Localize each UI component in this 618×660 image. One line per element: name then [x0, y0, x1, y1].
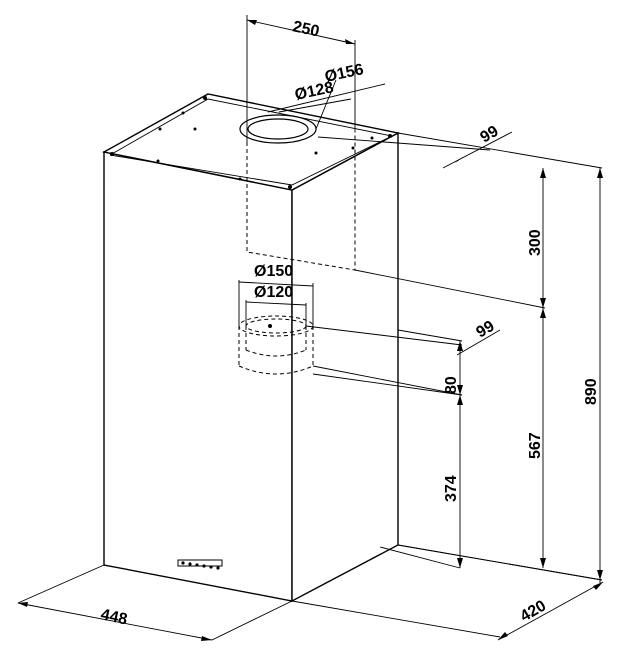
label-300: 300 — [527, 229, 544, 256]
label-374: 374 — [443, 475, 460, 502]
label-567: 567 — [527, 432, 544, 459]
hood-side-face — [291, 131, 399, 603]
dim-diameters-lower — [238, 280, 314, 326]
top-screws — [110, 96, 392, 189]
label-250: 250 — [291, 18, 321, 40]
label-99-top: 99 — [478, 123, 502, 147]
hidden-upper-duct — [246, 132, 356, 271]
label-420: 420 — [518, 597, 550, 625]
dim-99-top — [317, 131, 513, 169]
dim-250 — [246, 15, 356, 142]
label-99-lower: 99 — [474, 318, 498, 342]
label-448: 448 — [99, 606, 129, 628]
label-890: 890 — [583, 378, 600, 405]
dim-diameters-top — [267, 79, 386, 130]
dim-lower-stack — [305, 325, 501, 569]
label-diam-120: Ø120 — [254, 284, 293, 301]
control-panel — [177, 559, 223, 570]
top-outlet-inner — [247, 118, 309, 140]
label-80: 80 — [443, 376, 460, 394]
dim-bottom — [17, 544, 604, 641]
label-diam-150: Ø150 — [254, 263, 293, 280]
hood-front-face — [103, 151, 293, 602]
label-diam-128: Ø128 — [293, 79, 335, 104]
